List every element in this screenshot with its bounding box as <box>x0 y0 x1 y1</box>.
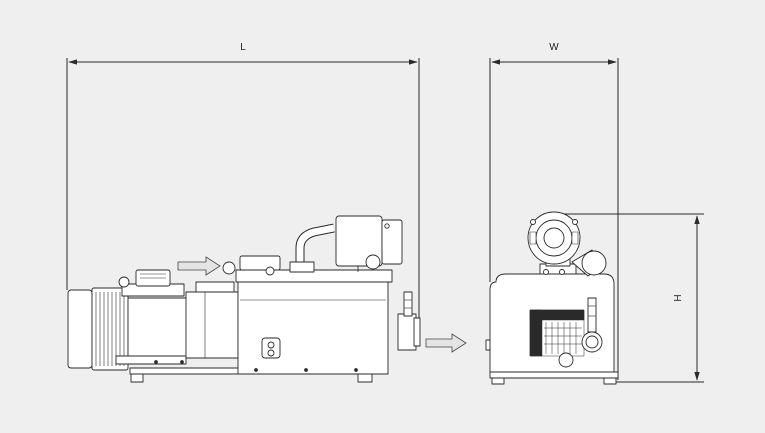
motor <box>67 269 189 371</box>
end-valve <box>587 297 597 333</box>
sight-glass-upper <box>267 341 275 349</box>
drain-plug <box>558 352 574 368</box>
dimension-width <box>489 58 619 380</box>
motor-end-cap <box>67 289 93 369</box>
foot-right <box>357 373 373 383</box>
end-elbow-mouth <box>581 250 607 276</box>
motor-ribs <box>95 292 125 366</box>
filter-drain <box>365 254 381 270</box>
outlet-flange <box>413 317 421 347</box>
pump-end-view <box>485 211 619 385</box>
width-label: W <box>549 42 559 53</box>
dimension-length <box>66 58 420 330</box>
elbow-base <box>289 261 315 273</box>
dimension-height <box>560 213 704 383</box>
foot-left <box>130 373 144 383</box>
end-base <box>489 371 619 379</box>
filter-cap <box>381 219 403 265</box>
lifting-eye-motor <box>118 276 130 288</box>
inlet-arrow-icon <box>177 256 221 276</box>
coupling-housing <box>185 291 239 359</box>
height-label: H <box>673 294 684 301</box>
cooling-grille <box>529 309 585 357</box>
outlet-arrow-icon <box>425 333 467 353</box>
end-foot-right <box>603 377 617 385</box>
coupling-top <box>195 281 235 293</box>
outlet-valve <box>403 291 413 317</box>
lifting-eye-pump <box>265 266 275 276</box>
sight-glass-lower <box>267 349 275 357</box>
motor-foot <box>115 355 187 365</box>
filter-bolt-top <box>384 223 390 229</box>
inlet-port <box>222 261 236 275</box>
pump-side-view <box>67 215 421 383</box>
pump-housing <box>237 279 389 375</box>
end-foot-left <box>491 377 505 385</box>
inlet-flange <box>239 255 281 271</box>
side-fitting <box>485 339 491 351</box>
length-label: L <box>240 42 246 53</box>
motor-body <box>127 297 189 357</box>
outlet-pipe <box>397 313 417 351</box>
